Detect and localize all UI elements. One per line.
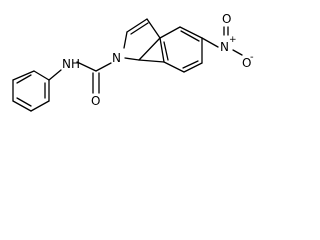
- atom-nitro-o-down: O -: [242, 52, 254, 70]
- amide-linker: [48, 61, 112, 94]
- bond: [183, 62, 203, 73]
- bond: [130, 22, 149, 35]
- bond: [180, 30, 200, 42]
- bond: [126, 18, 148, 33]
- bond: [123, 31, 128, 49]
- atom-nitro-n: N +: [220, 35, 237, 54]
- structure-diagram: N H N O N + O O -: [0, 0, 259, 134]
- bond: [48, 69, 62, 81]
- bond: [95, 62, 112, 72]
- atom-label-nitro-o-up: O: [222, 12, 231, 26]
- bond: [146, 18, 161, 39]
- bond: [163, 41, 169, 61]
- molecule-drawing: N H N O N + O O -: [12, 12, 254, 112]
- bond: [182, 60, 199, 69]
- bond: [124, 57, 140, 61]
- phenyl-ring: [12, 70, 50, 112]
- atom-label-nitro-o-down: O: [242, 56, 251, 70]
- charge-plus: +: [229, 35, 237, 45]
- atom-label-nitro-n: N: [220, 40, 229, 54]
- bond: [12, 70, 35, 81]
- atom-label-carbonyl-o: O: [91, 94, 100, 108]
- atom-label-nh-h: H: [71, 57, 80, 71]
- charge-minus: -: [250, 52, 254, 63]
- bond: [12, 100, 32, 112]
- bond: [138, 37, 161, 61]
- bond: [76, 61, 97, 72]
- bond: [138, 59, 165, 63]
- bond: [179, 26, 203, 39]
- bond: [30, 100, 50, 112]
- bond: [232, 49, 243, 56]
- bond: [16, 97, 32, 107]
- atom-nh: N H: [62, 57, 80, 71]
- bond: [159, 37, 165, 63]
- nitro-group: [201, 26, 243, 56]
- atom-label-indole-n: N: [112, 51, 121, 65]
- bond: [163, 61, 185, 73]
- atom-label-nh-n: N: [62, 57, 71, 71]
- bond: [159, 26, 181, 39]
- indole-ring: [123, 18, 203, 73]
- bond: [16, 74, 32, 84]
- bond: [33, 70, 50, 81]
- bond: [201, 37, 219, 48]
